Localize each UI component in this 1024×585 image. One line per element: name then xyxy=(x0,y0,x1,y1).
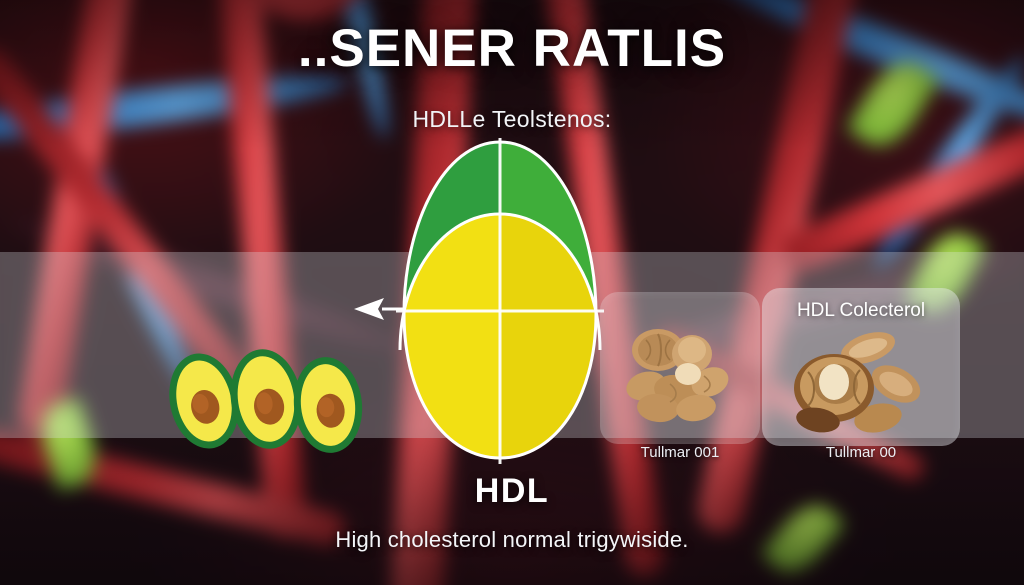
top-gradient-scrim xyxy=(0,0,1024,150)
walnuts-pile-icon xyxy=(624,328,738,424)
nut-card-left-caption: Tullmar 001 xyxy=(640,444,720,461)
avocado-egg-chart xyxy=(396,138,604,464)
nut-card-right-caption: Tullmar 00 xyxy=(825,444,897,461)
nut-card-right[interactable]: HDL Colecterol xyxy=(762,288,960,446)
page-title: ..SENER RATLIS xyxy=(297,19,727,78)
page-subtitle: HDLLe Teolstenos: xyxy=(412,106,612,132)
walnut-halves-icon xyxy=(790,332,930,436)
hdl-heading: HDL xyxy=(474,472,550,510)
avocado-halves xyxy=(160,345,370,457)
nut-card-left[interactable] xyxy=(600,292,760,444)
footer-caption: High cholesterol normal trigywiside. xyxy=(335,527,689,552)
hdl-colecterol-label: HDL Colecterol xyxy=(796,300,926,321)
